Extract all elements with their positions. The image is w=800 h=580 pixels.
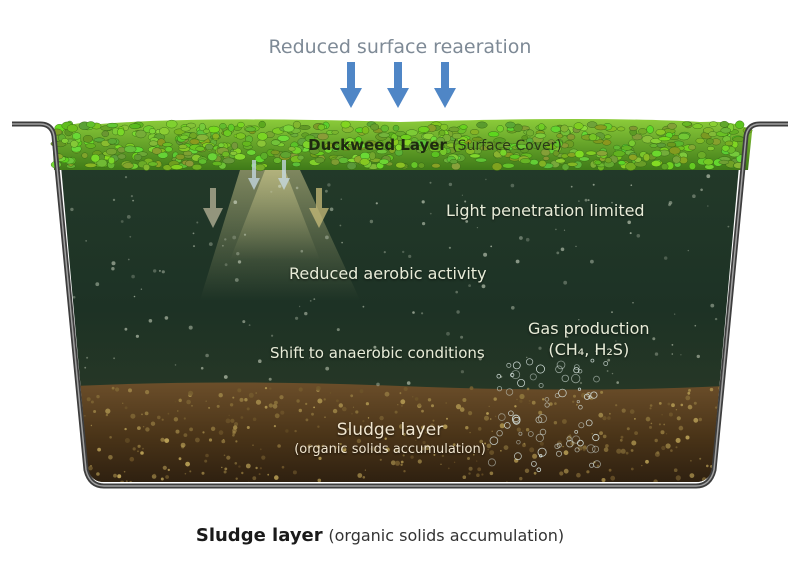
down-arrow-icon <box>434 62 456 108</box>
caption-normal: (organic solids accumulation) <box>328 526 565 545</box>
suspended-particles <box>70 174 730 387</box>
reaeration-label: Reduced surface reaeration <box>268 36 532 58</box>
duckweed-subtitle: (Surface Cover) <box>452 138 562 154</box>
gas-production-title: Gas production <box>528 319 650 338</box>
light-arrows <box>203 160 329 228</box>
down-arrow-icon <box>340 62 362 108</box>
sludge-subtitle: (organic solids accumulation) <box>294 442 486 457</box>
down-arrow-icon <box>203 188 223 228</box>
figure-caption: Sludge layer (organic solids accumulatio… <box>0 525 760 546</box>
duckweed-title: Duckweed Layer <box>308 136 447 154</box>
gas-bubbles <box>487 358 609 473</box>
gas-production-label: Gas production (CH₄, H₂S) <box>528 318 650 360</box>
down-arrow-icon <box>387 62 409 108</box>
caption-bold: Sludge layer <box>195 525 323 546</box>
light-penetration-label: Light penetration limited <box>446 201 645 220</box>
down-arrow-icon <box>278 160 290 190</box>
light-rays <box>200 170 360 300</box>
reaeration-arrows <box>340 62 456 108</box>
anaerobic-conditions-label: Shift to anaerobic conditions <box>270 344 485 362</box>
sludge-layer-label: Sludge layer (organic solids accumulatio… <box>0 420 780 460</box>
duckweed-layer-label: Duckweed Layer (Surface Cover) <box>0 136 800 154</box>
gas-production-formula: (CH₄, H₂S) <box>548 340 630 359</box>
down-arrow-icon <box>309 188 329 228</box>
down-arrow-icon <box>248 160 260 190</box>
duckweed-mat <box>50 119 753 172</box>
aerobic-activity-label: Reduced aerobic activity <box>289 264 487 283</box>
sludge-title: Sludge layer <box>336 420 444 440</box>
